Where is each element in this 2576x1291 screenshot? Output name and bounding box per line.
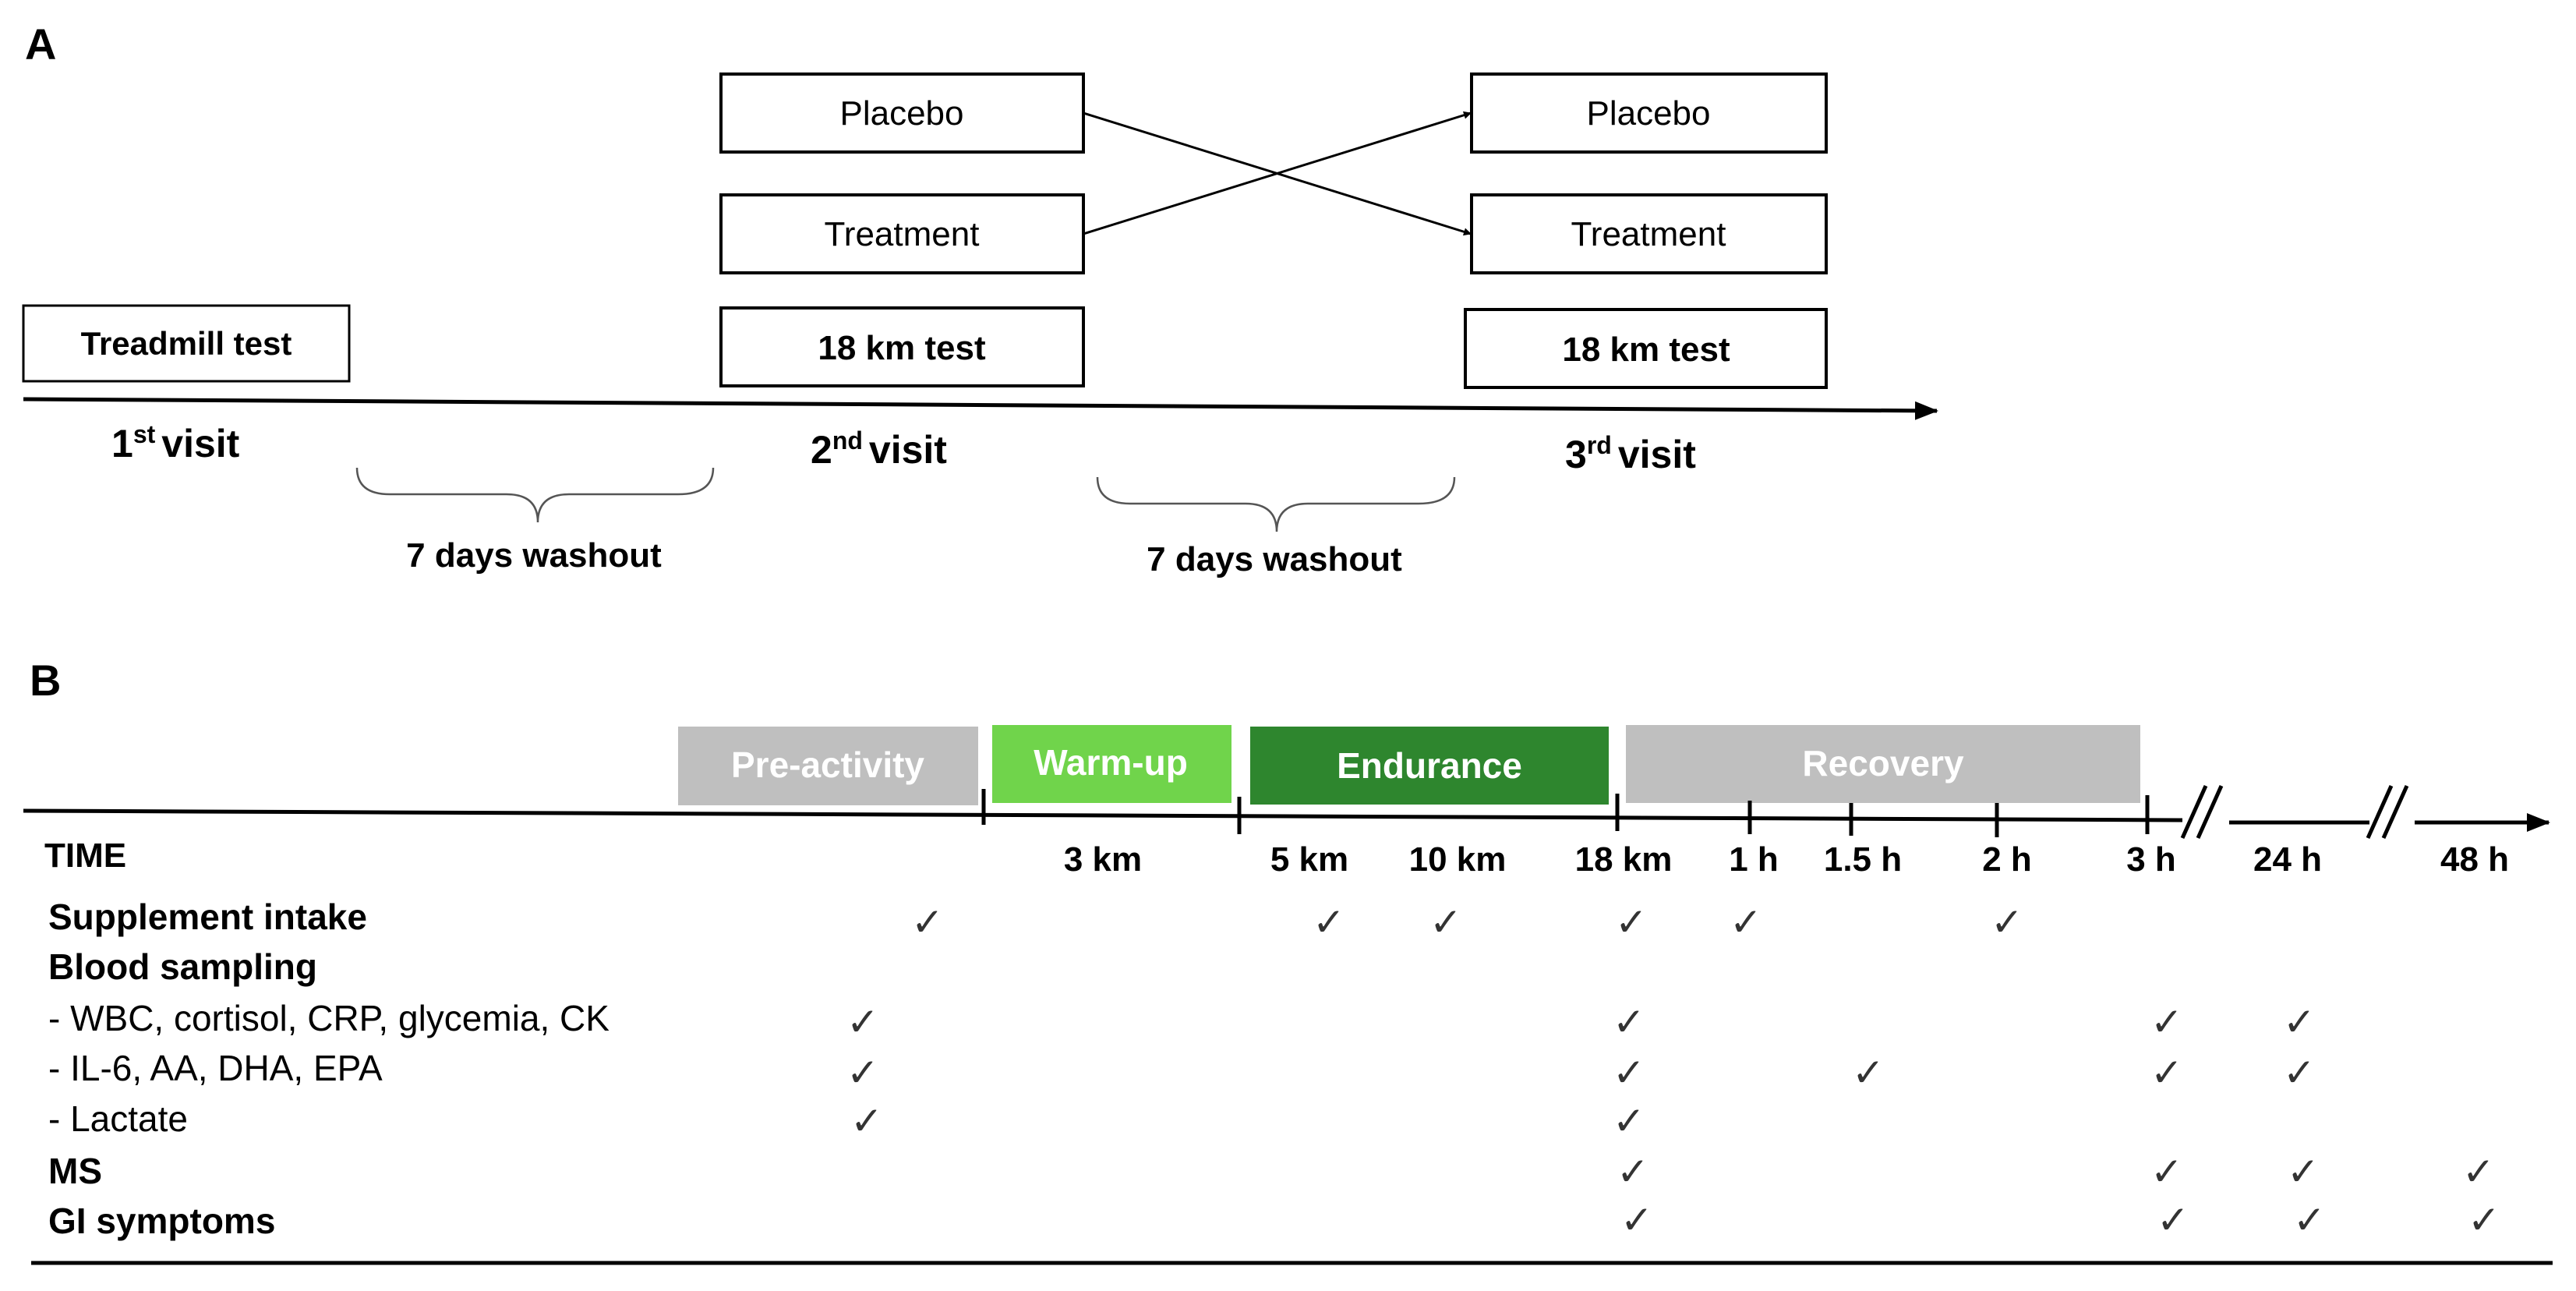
check-il6-pre: ✓: [846, 1051, 879, 1095]
washout-label-1: 7 days washout: [406, 536, 662, 575]
panel-a-label: A: [25, 19, 56, 69]
panel-b: B Pre-activity Warm-up Endurance Recover…: [23, 656, 2553, 1265]
check-gi-18km: ✓: [1620, 1198, 1653, 1242]
timepoint-1h: 1 h: [1729, 840, 1779, 879]
time-header: TIME: [44, 836, 126, 875]
treatment-box-left: Treatment: [719, 193, 1085, 274]
check-wbc-3h: ✓: [2150, 1000, 2183, 1044]
timepoint-3km: 3 km: [1064, 840, 1142, 879]
check-il6-3h: ✓: [2150, 1051, 2183, 1095]
test-label-right: 18 km test: [1562, 331, 1730, 369]
timepoint-10km: 10 km: [1409, 840, 1507, 879]
row-label-blood-sampling: Blood sampling: [48, 946, 317, 987]
placebo-label-right: Placebo: [1586, 94, 1710, 133]
phase-label-endurance: Endurance: [1337, 745, 1522, 786]
timepoint-2h: 2 h: [1982, 840, 2032, 879]
check-il6-18km: ✓: [1613, 1051, 1645, 1095]
check-wbc-24h: ✓: [2283, 1000, 2316, 1044]
check-gi-24h: ✓: [2293, 1198, 2326, 1242]
test-label-left: 18 km test: [818, 329, 986, 367]
check-ms-18km: ✓: [1617, 1150, 1649, 1194]
timepoint-labels: 3 km 5 km 10 km 18 km 1 h 1.5 h 2 h 3 h …: [1064, 840, 2509, 879]
row-label-supplement-intake: Supplement intake: [48, 897, 367, 937]
timepoint-24h: 24 h: [2253, 840, 2322, 879]
check-ms-3h: ✓: [2150, 1150, 2183, 1194]
phase-label-recovery: Recovery: [1802, 743, 1964, 783]
row-label-il6: - IL-6, AA, DHA, EPA: [48, 1048, 383, 1088]
test-box-right: 18 km test: [1464, 308, 1828, 389]
timeline-a-arrow: [23, 397, 1938, 420]
check-ms-48h: ✓: [2462, 1150, 2495, 1194]
timepoint-1-5h: 1.5 h: [1824, 840, 1902, 879]
treatment-label-left: Treatment: [825, 215, 980, 253]
treatment-label-right: Treatment: [1571, 215, 1726, 253]
washout-label-2: 7 days washout: [1147, 540, 1402, 578]
panel-b-label: B: [30, 656, 61, 705]
check-supplement-5km: ✓: [1313, 900, 1345, 944]
treadmill-box: Treadmill test: [22, 304, 351, 383]
check-gi-3h: ✓: [2157, 1198, 2189, 1242]
check-supplement-10km: ✓: [1429, 900, 1462, 944]
phase-recovery: Recovery: [1626, 725, 2140, 803]
check-gi-48h: ✓: [2468, 1198, 2500, 1242]
washout-brace-1: [355, 467, 715, 523]
check-ms-24h: ✓: [2287, 1150, 2320, 1194]
check-wbc-18km: ✓: [1613, 1000, 1645, 1044]
check-il6-24h: ✓: [2283, 1051, 2316, 1095]
placebo-label-left: Placebo: [839, 94, 963, 133]
check-supplement-1h: ✓: [1730, 900, 1762, 944]
panel-a: A Placebo Treatment 18 km test Placebo T…: [22, 19, 1938, 578]
check-lactate-pre: ✓: [850, 1099, 883, 1143]
crossover-arrow-treatment-to-placebo: [1083, 111, 1472, 235]
check-supplement-2h: ✓: [1991, 900, 2023, 944]
row-label-lactate: - Lactate: [48, 1098, 188, 1139]
timepoint-5km: 5 km: [1270, 840, 1348, 879]
row-label-gi-symptoms: GI symptoms: [48, 1201, 275, 1241]
check-supplement-18km: ✓: [1615, 900, 1648, 944]
phase-endurance: Endurance: [1250, 727, 1609, 805]
phase-label-warm-up: Warm-up: [1034, 742, 1188, 783]
check-lactate-18km: ✓: [1613, 1099, 1645, 1143]
placebo-box-left: Placebo: [719, 73, 1085, 154]
check-il6-1-5h: ✓: [1852, 1051, 1885, 1095]
check-marks: ✓ ✓ ✓ ✓ ✓ ✓ ✓ ✓ ✓ ✓ ✓ ✓ ✓ ✓ ✓ ✓ ✓ ✓ ✓ ✓ …: [846, 900, 2500, 1242]
check-supplement-pre: ✓: [911, 900, 944, 944]
test-box-left: 18 km test: [719, 306, 1085, 387]
row-labels: Supplement intake Blood sampling - WBC, …: [48, 897, 610, 1241]
phase-warm-up: Warm-up: [992, 725, 1231, 803]
treatment-box-right: Treatment: [1470, 193, 1828, 274]
treadmill-label: Treadmill test: [81, 325, 292, 362]
washout-brace-2: [1096, 476, 1456, 532]
timepoint-3h: 3 h: [2126, 840, 2176, 879]
phase-label-pre-activity: Pre-activity: [731, 745, 924, 785]
row-label-wbc: - WBC, cortisol, CRP, glycemia, CK: [48, 998, 610, 1038]
check-wbc-pre: ✓: [846, 1000, 879, 1044]
row-label-ms: MS: [48, 1151, 102, 1191]
timepoint-48h: 48 h: [2440, 840, 2509, 879]
placebo-box-right: Placebo: [1470, 73, 1828, 154]
timeline-b: [23, 784, 2550, 840]
timeline-b-ticks: [981, 789, 2150, 837]
timepoint-18km: 18 km: [1575, 840, 1673, 879]
phase-pre-activity: Pre-activity: [678, 727, 978, 805]
